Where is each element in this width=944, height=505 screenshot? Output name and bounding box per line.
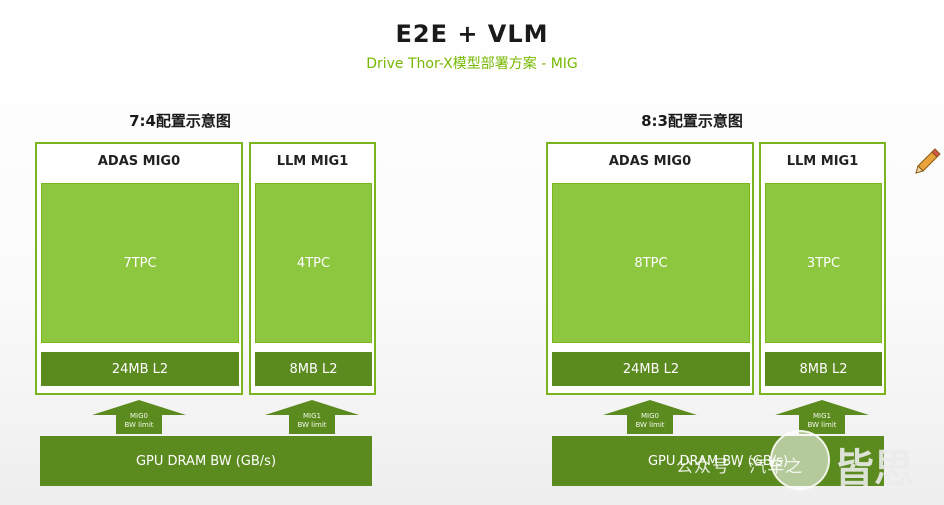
mig0-box: ADAS MIG0 8TPC 24MB L2 bbox=[546, 142, 754, 395]
mig1-tpc-block: 4TPC bbox=[255, 183, 372, 343]
mig0-label: ADAS MIG0 bbox=[608, 154, 692, 169]
mig1-bw-arrow-icon: MIG1 BW limit bbox=[265, 400, 359, 434]
arrow-line2: BW limit bbox=[297, 421, 327, 429]
watermark-logo-icon bbox=[770, 430, 830, 490]
mig1-label: LLM MIG1 bbox=[276, 154, 349, 169]
arrow-line2: BW limit bbox=[635, 421, 665, 429]
arrow-line1: MIG1 bbox=[813, 412, 831, 420]
mig0-bw-arrow-icon: MIG0 BW limit bbox=[603, 400, 697, 434]
arrow-line1: MIG0 bbox=[641, 412, 659, 420]
gpu-dram-bar: GPU DRAM BW (GB/s) bbox=[40, 436, 372, 486]
mig0-l2-block: 24MB L2 bbox=[41, 352, 239, 386]
slide-subtitle: Drive Thor-X模型部署方案 - MIG bbox=[366, 56, 578, 72]
mig1-box: LLM MIG1 4TPC 8MB L2 bbox=[249, 142, 376, 395]
mig1-l2-block: 8MB L2 bbox=[765, 352, 882, 386]
arrow-line2: BW limit bbox=[124, 421, 154, 429]
mig1-label: LLM MIG1 bbox=[786, 154, 859, 169]
mig0-box: ADAS MIG0 7TPC 24MB L2 bbox=[35, 142, 243, 395]
diagram-title: 7:4配置示意图 bbox=[129, 112, 231, 130]
slide-title: E2E + VLM bbox=[395, 20, 549, 48]
mig1-box: LLM MIG1 3TPC 8MB L2 bbox=[759, 142, 886, 395]
watermark-text: 公众号 · 汽车之 bbox=[676, 457, 804, 477]
mig0-tpc-block: 8TPC bbox=[552, 183, 750, 343]
mig1-l2-block: 8MB L2 bbox=[255, 352, 372, 386]
arrow-line2: BW limit bbox=[807, 421, 837, 429]
arrow-line1: MIG0 bbox=[130, 412, 148, 420]
arrow-line1: MIG1 bbox=[303, 412, 321, 420]
mig0-tpc-block: 7TPC bbox=[41, 183, 239, 343]
pencil-icon[interactable] bbox=[914, 146, 942, 178]
diagram-title: 8:3配置示意图 bbox=[641, 112, 743, 130]
mig1-bw-arrow-icon: MIG1 BW limit bbox=[775, 400, 869, 434]
mig0-l2-block: 24MB L2 bbox=[552, 352, 750, 386]
mig0-label: ADAS MIG0 bbox=[97, 154, 181, 169]
watermark-logo-text: 皆思 bbox=[834, 446, 914, 492]
mig0-bw-arrow-icon: MIG0 BW limit bbox=[92, 400, 186, 434]
mig1-tpc-block: 3TPC bbox=[765, 183, 882, 343]
